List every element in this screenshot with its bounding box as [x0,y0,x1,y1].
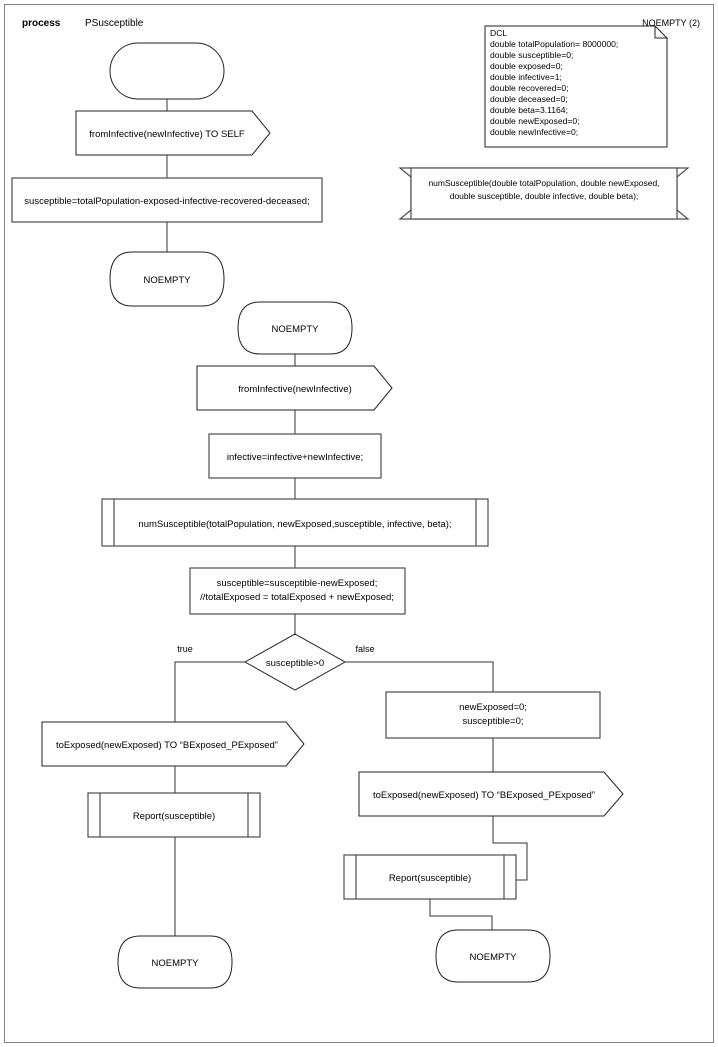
report-false-shape[interactable] [343,854,517,900]
decision-true-label: true [177,644,193,654]
declaration-note-title: DCL [490,28,507,38]
connector-report-false-to-state-end [429,899,493,930]
input-self-shape[interactable] [75,110,271,156]
declaration-note-fold [654,24,669,39]
page-label: NOEMPTY (2) [642,18,700,28]
task-exposed-shape[interactable] [189,567,406,615]
declaration-note-line-0: double totalPopulation= 8000000; [490,39,618,49]
output-false-label: toExposed(newExposed) TO “BExposed_PExpo… [373,790,595,801]
input-from-infective-label: fromInfective(newInfective) [238,384,352,395]
procedure-declaration-body [410,167,678,220]
input-from-infective-shape[interactable] [196,365,393,411]
procedure-declaration-line-2: double susceptible, double infective, do… [450,191,639,201]
declaration-note-line-8: double newInfective=0; [490,127,578,137]
output-true-shape[interactable] [41,721,305,767]
report-true-label: Report(susceptible) [133,811,215,822]
state-end-true-label: NOEMPTY [152,958,200,969]
connector-decision-false [345,661,494,692]
state-end-false-shape[interactable] [435,929,551,983]
report-false-label: Report(susceptible) [389,873,471,884]
decision-false-label: false [355,644,374,654]
state-noempty-2-shape[interactable] [237,301,353,355]
decision-condition-label: susceptible>0 [266,658,324,669]
declaration-note-line-7: double newExposed=0; [490,116,580,126]
procedure-call-shape[interactable] [101,498,489,547]
output-true-label: toExposed(newExposed) TO “BExposed_PExpo… [56,740,278,751]
declaration-note-line-3: double infective=1; [490,72,562,82]
task-susceptible-label: susceptible=totalPopulation-exposed-infe… [24,196,309,207]
report-true-shape[interactable] [87,792,261,838]
connector-decision-true [174,661,245,722]
process-name: PSusceptible [85,18,144,29]
connector-output-false-to-report [492,816,528,881]
start-state-shape[interactable] [109,42,225,100]
process-keyword: process [22,18,61,29]
task-false-shape[interactable] [385,691,601,739]
declaration-note-line-1: double susceptible=0; [490,50,573,60]
task-exposed-line-1: susceptible=susceptible-newExposed; [217,578,378,589]
state-noempty-1-shape[interactable] [109,251,225,307]
decision-diamond-shape[interactable] [243,633,347,691]
task-exposed-line-2: //totalExposed = totalExposed + newExpos… [200,592,394,603]
state-end-false-label: NOEMPTY [470,952,518,963]
declaration-note-line-6: double beta=3.1164; [490,105,568,115]
procedure-call-label: numSusceptible(totalPopulation, newExpos… [138,519,451,530]
task-infective-label: infective=infective+newInfective; [227,452,363,463]
input-self-label: fromInfective(newInfective) TO SELF [89,129,245,140]
diagram-frame [4,4,714,1043]
declaration-note-line-2: double exposed=0; [490,61,563,71]
output-false-shape[interactable] [358,771,624,817]
task-false-line-1: newExposed=0; [459,702,527,713]
declaration-note-line-4: double recovered=0; [490,83,569,93]
procedure-declaration-line-1: numSusceptible(double totalPopulation, d… [428,178,659,188]
task-false-line-2: susceptible=0; [463,716,524,727]
declaration-note-line-5: double deceased=0; [490,94,568,104]
task-infective-shape[interactable] [208,433,382,479]
state-end-true-shape[interactable] [117,935,233,989]
state-noempty-1-label: NOEMPTY [144,275,192,286]
state-noempty-2-label: NOEMPTY [272,324,320,335]
